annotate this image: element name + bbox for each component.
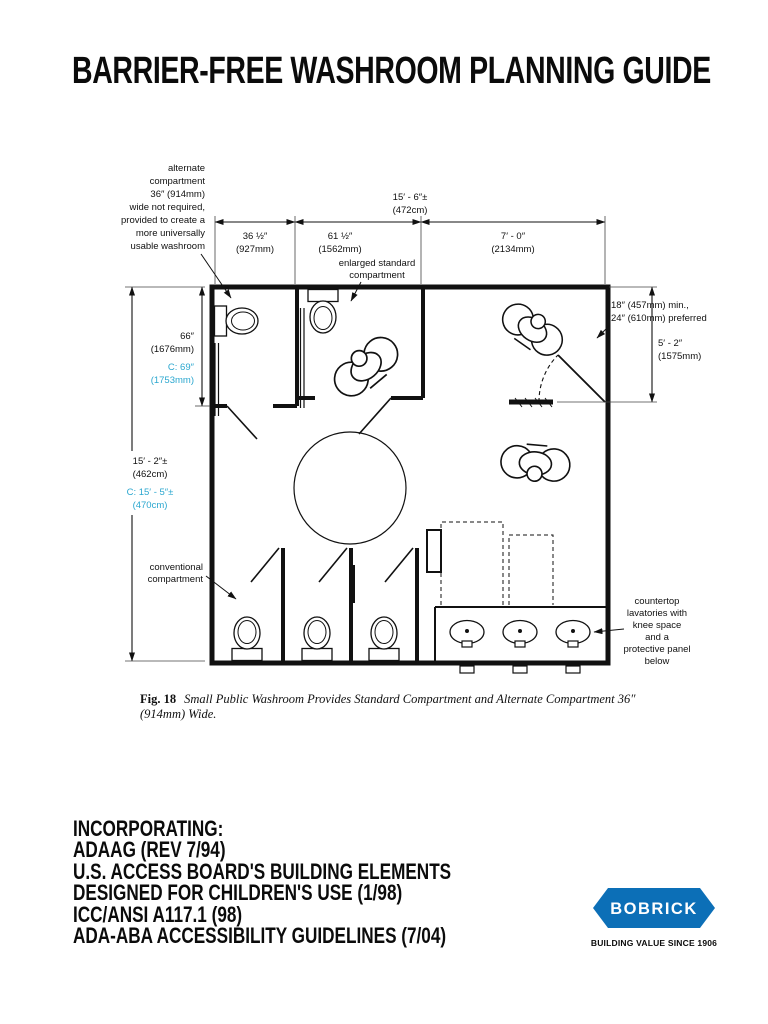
figure-caption-text: Small Public Washroom Provides Standard … [140,692,636,721]
bobrick-logo-text: BOBRICK [610,900,698,918]
toilet-fixture [307,288,339,334]
wheelchair-user [494,295,571,364]
countertop-label-line: and a [645,632,669,643]
alternate-note-leader [200,253,232,299]
countertop-label-line: countertop [635,596,680,607]
bobrick-logo-shape [593,888,715,928]
dim-overall-width-metric: (472cm) [393,205,428,216]
dim-compartment-depth: 66″ [180,331,195,342]
alternate-stall-door [226,405,258,440]
toilet-fixture [213,305,259,337]
dim-door-clearance-2: 24″ (610mm) preferred [611,313,707,324]
alternate-note-line: more universally [136,228,205,239]
bobrick-tagline: BUILDING VALUE SINCE 1906 [590,938,718,948]
dim-compartment-depth-metric: (1676mm) [151,344,194,355]
alternate-note-line: compartment [150,176,206,187]
dimension-texts: 15′ - 6″± (472cm) 36 ½″ (927mm) 61 ½″ (1… [115,192,707,515]
toilet-fixture [301,616,333,662]
figure-number: Fig. 18 [140,692,177,706]
extension-lines [125,216,657,662]
entry-door [538,354,606,403]
enlarged-compartment-label: enlarged standard [339,258,416,269]
conventional-compartment-label: compartment [148,574,204,585]
standards-list-line: DESIGNED FOR CHILDREN'S USE (1/98) [73,880,403,906]
wheelchair-users [325,295,573,485]
dim-seg1-metric: (927mm) [236,244,274,255]
bobrick-logo: BOBRICK [593,888,715,928]
enlarged-compartment-label: compartment [349,270,405,281]
enlarged-label-leader [350,281,362,302]
dim-seg2-metric: (1562mm) [318,244,361,255]
alternate-note-line: provided to create a [121,215,206,226]
countertop-label-line: below [645,656,670,667]
standards-list-line: ADA-ABA ACCESSIBILITY GUIDELINES (7/04) [73,923,447,949]
dim-compartment-depth-child-metric: (1753mm) [151,375,194,386]
dim-seg1: 36 ½″ [243,231,268,242]
door-clearance-leader [596,324,611,339]
alternate-note-line: alternate [168,163,205,174]
counter-side-wall [426,529,442,573]
lavatory-sink [502,619,538,648]
dim-seg2: 61 ½″ [328,231,353,242]
dim-entry-depth-metric: (1575mm) [658,351,701,362]
floor-plan-structure [209,284,611,666]
countertop-label-line: knee space [633,620,682,631]
dim-text-backing [115,451,185,515]
dim-overall-depth-child-metric: (470cm) [133,500,168,511]
room-walls [209,284,611,666]
dim-compartment-depth-child: C: 69″ [168,362,195,373]
standard-stall-door [358,397,392,435]
wheelchair-user [325,328,407,406]
alternate-note-line: wide not required, [128,202,205,213]
standards-list-line: ICC/ANSI A117.1 (98) [73,901,243,927]
dim-seg3-metric: (2134mm) [491,244,534,255]
closed-stall-door [349,565,355,603]
entry-door-leaf [557,354,606,403]
knee-space-clearance [440,521,554,605]
leader-arrows [200,253,625,635]
stall-doors [226,397,414,583]
grab-bars [214,308,305,416]
dim-overall-depth: 15′ - 2″± [133,456,168,467]
alternate-note-line: usable washroom [131,241,206,252]
standards-list-line: ADAAG (REV 7/94) [73,837,226,863]
washroom-floor-plan: 15′ - 6″± (472cm) 36 ½″ (927mm) 61 ½″ (1… [115,163,707,674]
lavatory-sink [555,619,591,648]
countertop-label-leader [593,628,625,635]
countertop-label-line: lavatories with [627,608,687,619]
conventional-stall-door [384,547,414,583]
countertop-label-line: protective panel [623,644,690,655]
dim-overall-width: 15′ - 6″± [393,192,428,203]
dim-overall-depth-child: C: 15′ - 5″± [127,487,174,498]
conventional-stall-door [250,547,280,583]
lavatory-sink [449,619,485,648]
bobrick-logo-block: BOBRICK BUILDING VALUE SINCE 1906 [584,887,724,948]
turning-circle [293,431,407,545]
screen-wall-hatch [514,397,553,408]
toilet-fixture [368,616,400,662]
entry-door-swing-arc [538,354,559,403]
compartment-partitions [212,287,425,661]
standards-list-line: INCORPORATING: [73,816,224,841]
dim-entry-depth: 5′ - 2″ [658,338,683,349]
toilet-fixtures [213,288,400,662]
standards-list-line: U.S. ACCESS BOARD'S BUILDING ELEMENTS [73,858,452,884]
dimension-lines [129,219,655,662]
alternate-note-line: 36″ (914mm) [150,189,205,200]
conventional-label-leader [205,575,237,600]
dim-overall-depth-metric: (462cm) [133,469,168,480]
dim-door-clearance-1: 18″ (457mm) min., [611,300,689,311]
annotation-labels: alternate compartment 36″ (914mm) wide n… [121,163,691,667]
toilet-fixture [231,616,263,662]
conventional-compartment-label: conventional [150,562,203,573]
wheelchair-user [498,441,573,485]
lavatory-counter [434,606,606,674]
page-title: BARRIER-FREE WASHROOM PLANNING GUIDE [72,50,711,92]
conventional-stall-door [318,547,348,583]
dim-seg3: 7′ - 0″ [501,231,526,242]
standards-list: INCORPORATING: ADAAG (REV 7/94) U.S. ACC… [73,816,558,949]
